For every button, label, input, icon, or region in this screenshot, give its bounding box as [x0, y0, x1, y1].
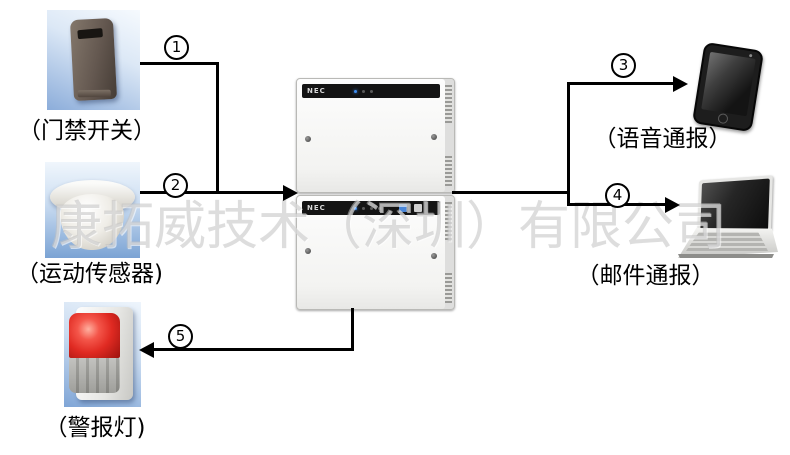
- status-led-icon: [369, 206, 373, 210]
- vent-grille: [445, 273, 452, 303]
- connection-1-badge: 1: [164, 35, 189, 60]
- alarm-light-image: [64, 302, 141, 407]
- smartphone-image: [686, 41, 766, 133]
- screw-icon: [431, 253, 437, 259]
- panel-button-grey: [413, 204, 422, 212]
- connector-1-horizontal: [140, 62, 219, 65]
- screw-icon: [431, 134, 437, 140]
- vent-grille: [445, 156, 452, 186]
- connector-right-trunk: [452, 191, 570, 194]
- laptop-image: [676, 175, 780, 262]
- connector-2-arrowhead: [283, 184, 298, 201]
- laptop-front-edge: [678, 254, 774, 258]
- controller-top-front-panel: NEC: [302, 84, 440, 98]
- motion-sensor-image: [45, 162, 140, 258]
- connection-2-badge: 2: [163, 173, 188, 198]
- door-switch-label: （门禁开关）: [18, 118, 156, 144]
- connector-5-arrowhead: [139, 341, 154, 358]
- connector-right-vertical: [567, 82, 570, 206]
- alarm-light-red-lamp-icon: [69, 313, 120, 358]
- laptop-keyboard: [686, 232, 768, 251]
- smartphone-screen: [701, 51, 756, 117]
- screw-icon: [305, 136, 311, 142]
- controller-bottom-front-panel: NEC: [302, 201, 440, 215]
- power-led-icon: [353, 89, 357, 93]
- motion-sensor-dome-icon: [60, 194, 124, 250]
- alarm-light-glass-base: [69, 358, 120, 393]
- status-led-icon: [361, 89, 365, 93]
- connector-5-vertical: [351, 308, 354, 351]
- status-led-icon: [377, 206, 381, 210]
- status-led-row: [353, 206, 381, 210]
- connection-3-badge: 3: [611, 53, 636, 78]
- nec-logo: NEC: [307, 204, 326, 212]
- connection-5-badge: 5: [168, 324, 193, 349]
- panel-button-blue: [398, 204, 407, 212]
- status-led-icon: [369, 89, 373, 93]
- door-switch-image: [47, 10, 140, 110]
- connector-3-horizontal: [567, 82, 674, 85]
- connector-4-arrowhead: [665, 196, 680, 213]
- alarm-light-label: （警报灯): [44, 415, 146, 441]
- controller-top-unit: NEC: [296, 78, 455, 193]
- vent-grille: [445, 85, 452, 123]
- door-switch-icon: [69, 17, 118, 102]
- nec-logo: NEC: [307, 87, 326, 95]
- controller-bottom-unit: NEC: [296, 195, 455, 310]
- connector-1-vertical: [216, 62, 219, 193]
- door-switch-foot: [77, 89, 111, 98]
- connection-4-badge: 4: [605, 183, 630, 208]
- vent-grille: [445, 202, 452, 240]
- connector-2-horizontal: [140, 191, 284, 194]
- status-led-icon: [361, 206, 365, 210]
- screw-icon: [305, 248, 311, 254]
- door-switch-slot: [77, 28, 103, 40]
- email-report-label: （邮件通报）: [576, 263, 715, 289]
- voice-report-label: （语音通报）: [593, 126, 732, 152]
- smartphone-camera-dot: [748, 53, 753, 58]
- status-led-row: [353, 89, 373, 93]
- power-led-icon: [353, 206, 357, 210]
- connector-5-horizontal: [153, 348, 354, 351]
- connector-3-arrowhead: [673, 75, 688, 92]
- motion-sensor-label: （运动传感器): [16, 261, 163, 287]
- laptop-screen: [700, 178, 770, 235]
